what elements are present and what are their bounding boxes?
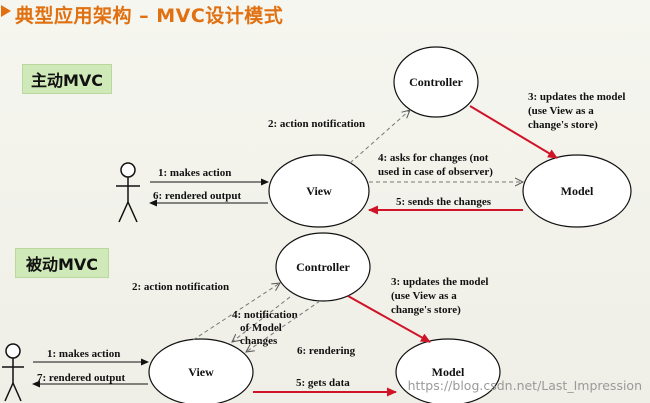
active-asks-changes-line-1: 4: asks for changes (not [378,152,489,164]
passive-gets-data-label: 5: gets data [296,377,350,389]
watermark-text: https://blog.csdn.net/Last_Impression [408,378,642,393]
active-actor-icon [116,162,140,223]
page-title: 典型应用架构 – MVC设计模式 [15,5,284,27]
active-asks-changes-line-2: used in case of observer) [378,166,493,178]
active-updates-model-arrow [469,105,558,159]
passive-view-label: View [188,365,214,379]
active-controller-label: Controller [409,75,463,89]
passive-updates-model-line-2: (use View as a [391,290,457,302]
active-updates-model-line-2: (use View as a [528,105,594,117]
passive-notification-line-3: changes [240,335,278,347]
passive-controller-node [275,232,371,302]
passive-action-notification-label: 2: action notification [132,281,229,293]
passive-notification-label: 4: notification of Model changes [232,309,300,347]
passive-model-label: Model [432,365,465,379]
active-controller-node [393,46,479,118]
title-bullet-icon [1,5,11,17]
active-view-node [268,154,370,228]
active-makes-action-label: 1: makes action [158,167,231,179]
passive-mvc-label: 被动MVC [15,248,109,278]
passive-updates-model-arrow [347,295,431,343]
passive-makes-action-label: 1: makes action [47,348,120,360]
passive-updates-model-line-3: change's store) [391,304,461,316]
active-sends-changes-label: 5: sends the changes [396,196,492,208]
passive-rendering-label: 6: rendering [297,345,356,357]
passive-action-notification-arrow [192,283,280,341]
active-updates-model-label: 3: updates the model (use View as a chan… [528,91,628,131]
passive-actor-icon [2,343,24,402]
active-view-label: View [306,184,332,198]
passive-notification-line-2: of Model [240,322,282,334]
passive-updates-model-label: 3: updates the model (use View as a chan… [391,276,491,316]
active-action-notification-arrow [349,110,410,164]
title-row: 典型应用架构 – MVC设计模式 [0,0,650,27]
passive-notification-arrow [232,296,291,342]
passive-rendered-output-label: 7: rendered output [37,372,126,384]
active-rendered-output-label: 6: rendered output [153,190,242,202]
active-model-label: Model [561,184,594,198]
passive-view-node [148,338,254,403]
passive-rendering-arrow [246,300,321,352]
active-asks-changes-label: 4: asks for changes (not used in case of… [378,152,493,178]
active-updates-model-line-1: 3: updates the model [528,91,625,103]
active-mvc-label: 主动MVC [22,64,112,94]
passive-model-node [395,338,501,403]
active-updates-model-line-3: change's store) [528,119,598,131]
passive-updates-model-line-1: 3: updates the model [391,276,488,288]
active-action-notification-label: 2: action notification [268,118,365,130]
active-model-node [522,154,632,228]
passive-controller-label: Controller [296,260,350,274]
passive-notification-line-1: 4: notification [232,309,298,321]
